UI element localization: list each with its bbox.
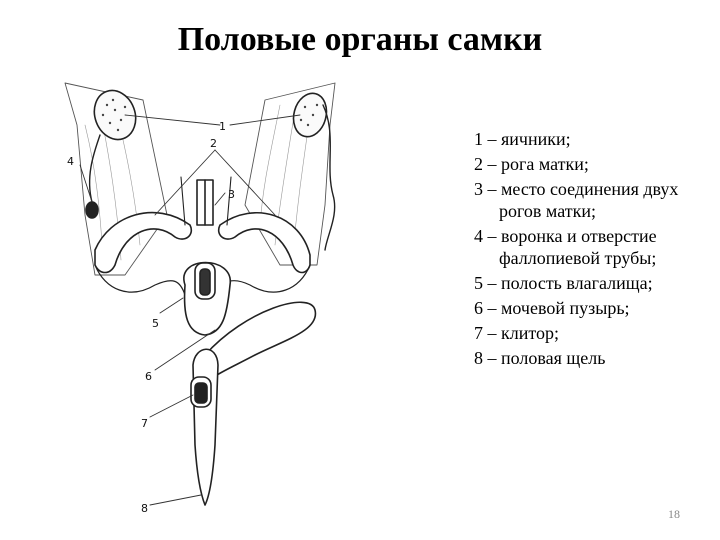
legend-item: 5 – полость влагалища; bbox=[474, 273, 653, 293]
oviduct-left bbox=[88, 134, 101, 203]
right-uterine-horn bbox=[217, 211, 311, 274]
urinary-bladder bbox=[204, 301, 317, 376]
vulva bbox=[192, 348, 219, 506]
label-4: 4 bbox=[67, 155, 74, 168]
slide-title: Половые органы самки bbox=[177, 21, 543, 58]
oviduct-right bbox=[322, 104, 336, 251]
legend-item: 8 – половая щель bbox=[474, 348, 606, 368]
legend-item: 7 – клитор; bbox=[474, 323, 559, 343]
page-number: 18 bbox=[668, 507, 680, 521]
legend-list: 1 – яичники; 2 – рога матки; 3 – место с… bbox=[474, 128, 714, 372]
left-ovary bbox=[93, 89, 137, 141]
label-7: 7 bbox=[141, 417, 148, 430]
reproductive-organs-diagram: 1 2 3 4 5 6 7 8 bbox=[64, 82, 336, 515]
label-6: 6 bbox=[145, 370, 152, 383]
legend-item: 1 – яичники; bbox=[474, 129, 571, 149]
legend-item: 4 – воронка и отверстие фаллопиевой труб… bbox=[474, 226, 657, 268]
legend-item: 3 – место соединения двух рогов матки; bbox=[474, 179, 679, 221]
label-5: 5 bbox=[152, 317, 159, 330]
label-2: 2 bbox=[210, 137, 217, 150]
right-ovary bbox=[292, 92, 328, 138]
uterine-horn-fold bbox=[94, 264, 186, 296]
legend-item: 2 – рога матки; bbox=[474, 154, 589, 174]
right-ovary-texture bbox=[299, 103, 319, 127]
left-ovary-texture bbox=[101, 98, 127, 132]
label-1: 1 bbox=[219, 120, 226, 133]
label-3: 3 bbox=[228, 188, 235, 201]
broad-ligament bbox=[64, 82, 168, 276]
left-uterine-horn bbox=[94, 211, 193, 274]
oviduct-funnel bbox=[85, 201, 99, 219]
label-8: 8 bbox=[141, 502, 148, 515]
legend-item: 6 – мочевой пузырь; bbox=[474, 298, 630, 318]
